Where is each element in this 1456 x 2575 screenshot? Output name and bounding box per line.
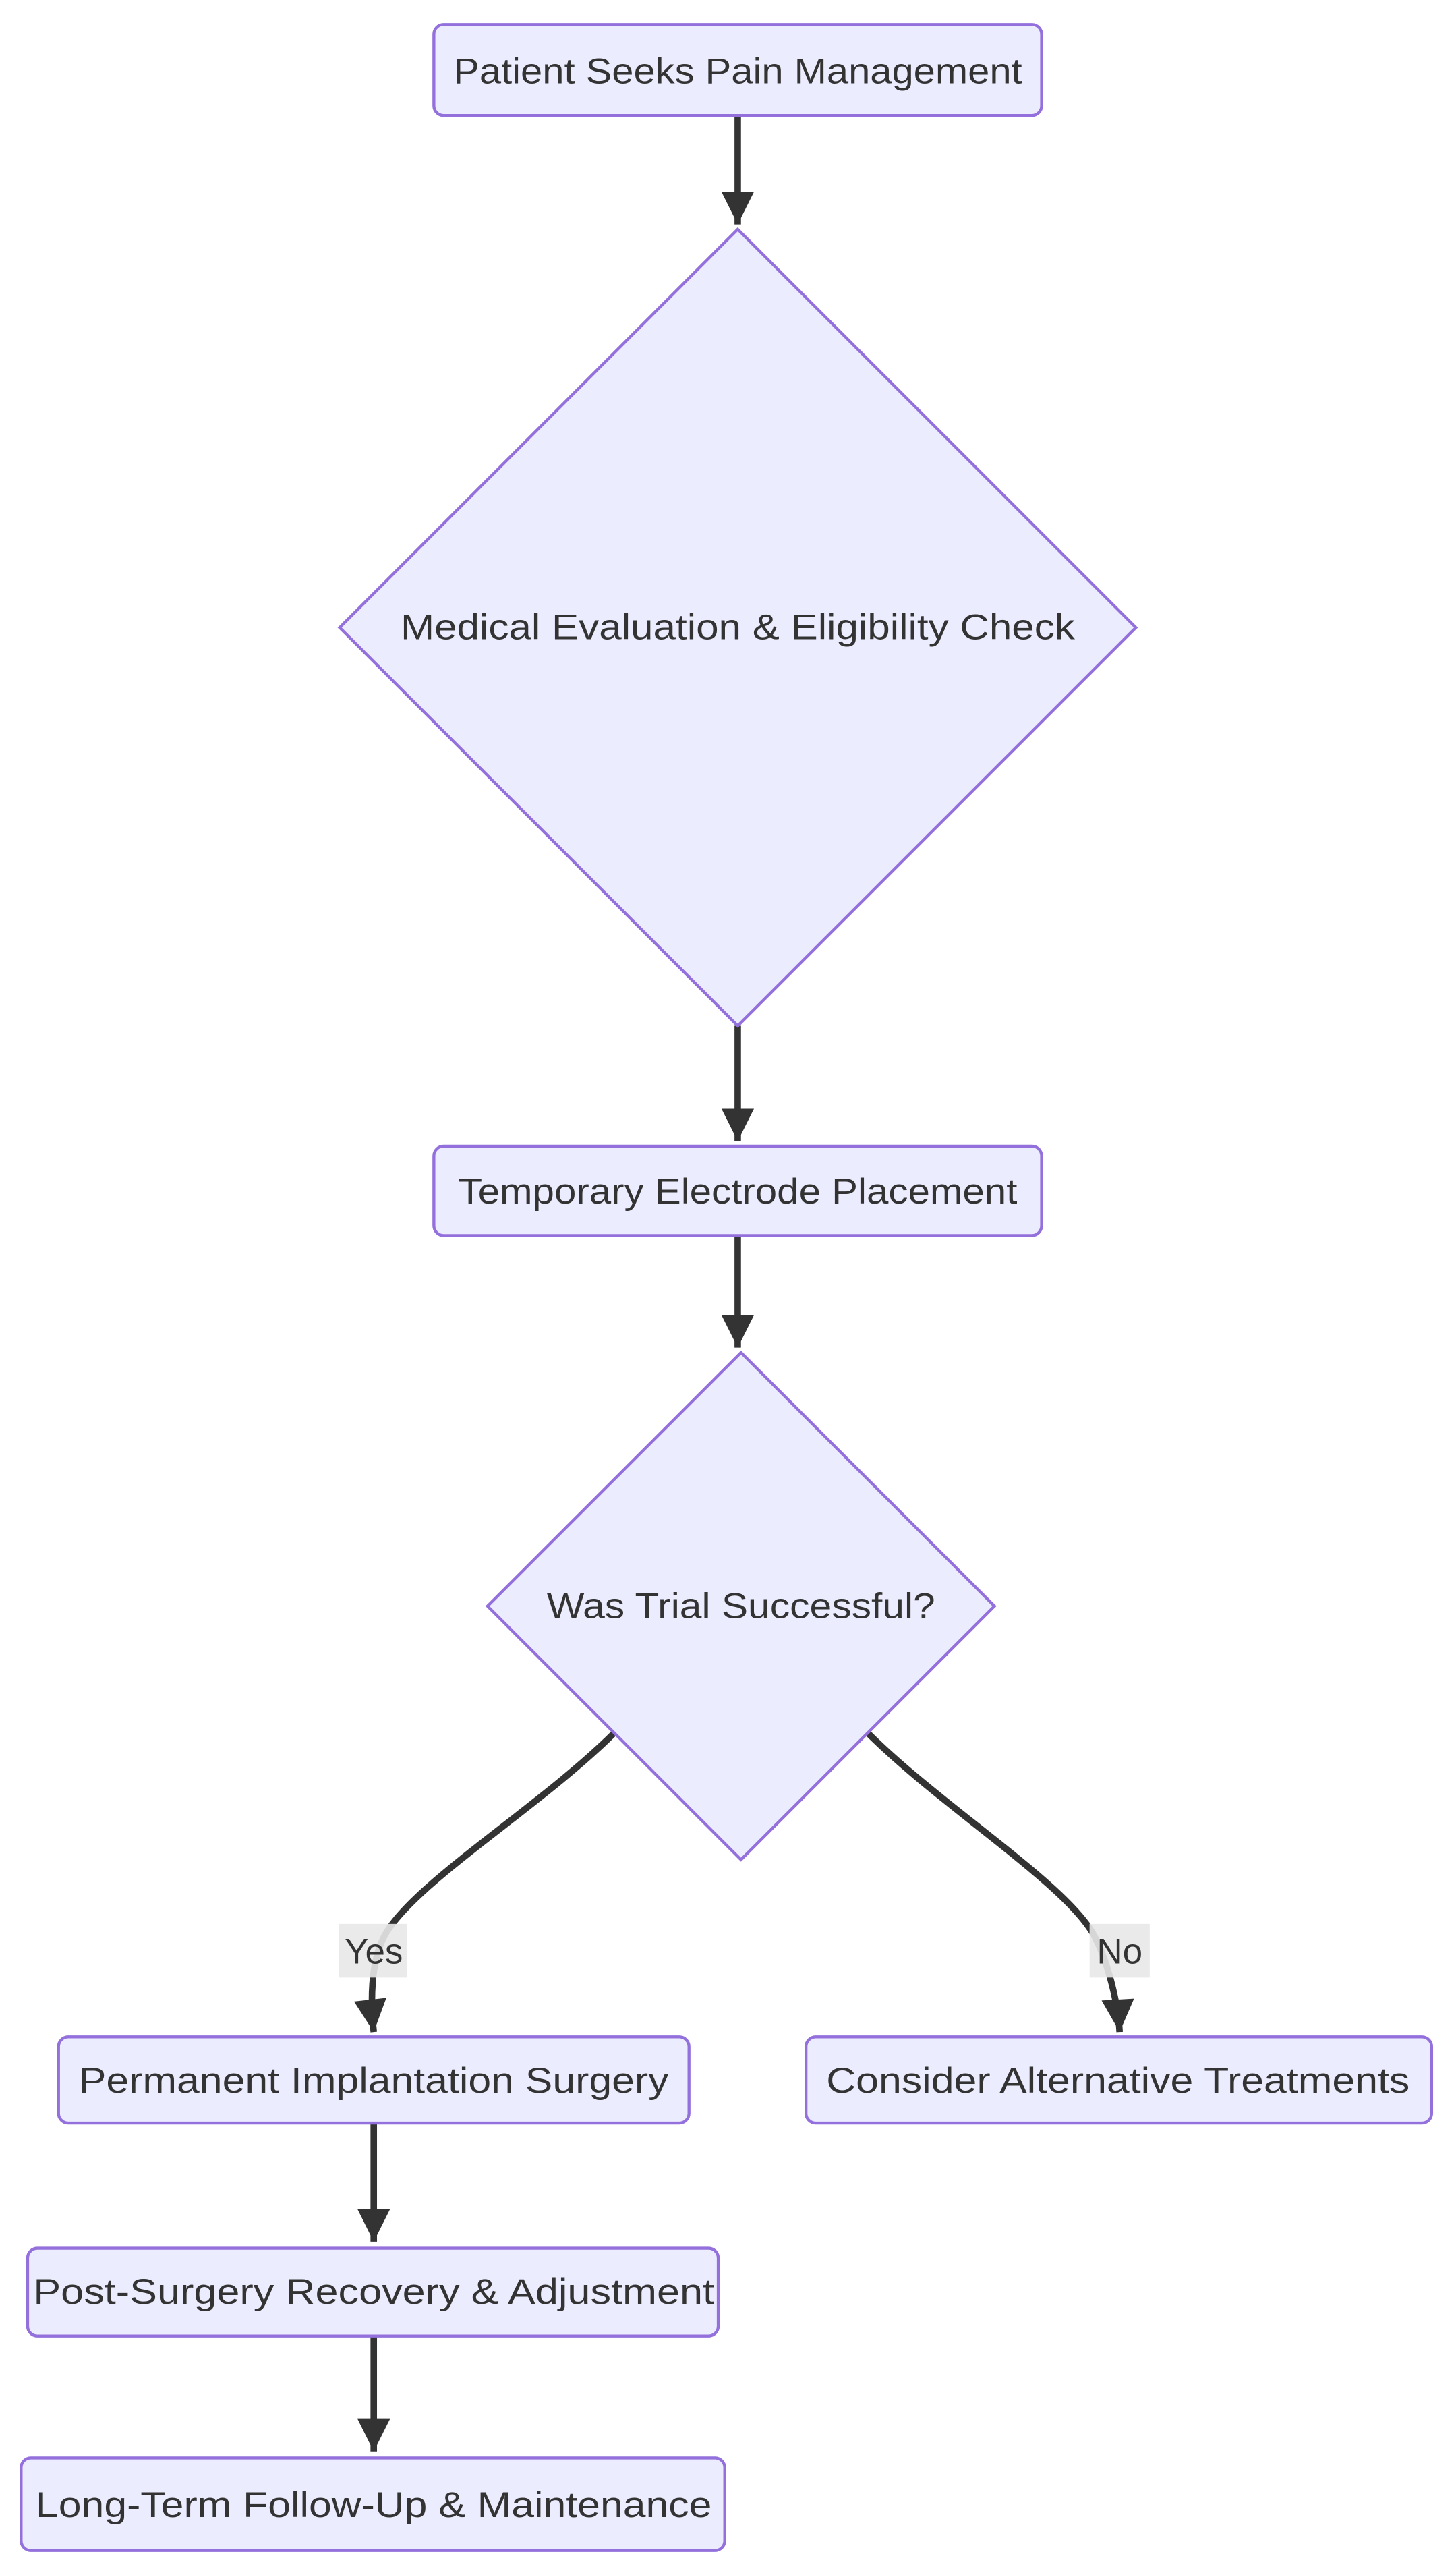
edge-label-no: No (1089, 1923, 1150, 1978)
node-box (432, 1144, 1043, 1237)
node-box (26, 2246, 720, 2338)
node-label: Temporary Electrode Placement (459, 1172, 1018, 1212)
node-label: Was Trial Successful? (547, 1586, 935, 1626)
node-label: Post-Surgery Recovery & Adjustment (33, 2272, 714, 2312)
node-label: Medical Evaluation & Eligibility Check (401, 608, 1076, 648)
decision-diamond (337, 227, 1138, 1028)
node-label: Permanent Implantation Surgery (79, 2061, 669, 2101)
edge-label-background (1089, 1923, 1150, 1978)
node-box (57, 2035, 691, 2125)
node-consider-alternative-treatments: Consider Alternative Treatments (804, 2035, 1434, 2125)
edge-trial-no-to-alternatives (865, 1730, 1134, 2033)
edge-trial-yes-to-surgery (353, 1730, 617, 2033)
node-label: Patient Seeks Pain Management (453, 52, 1022, 92)
node-medical-evaluation-eligibility-check: Medical Evaluation & Eligibility Check (337, 227, 1138, 1028)
edge-label-text: Yes (345, 1931, 403, 1971)
node-permanent-implantation-surgery: Permanent Implantation Surgery (57, 2035, 691, 2125)
edge-label-background (339, 1923, 407, 1978)
edge-label-yes: Yes (339, 1923, 407, 1978)
edge-label-text: No (1097, 1931, 1142, 1971)
node-box (20, 2456, 726, 2552)
node-long-term-follow-up-maintenance: Long-Term Follow-Up & Maintenance (20, 2456, 726, 2552)
node-box (432, 23, 1043, 117)
edge-layer (353, 115, 1134, 2452)
node-patient-seeks-pain-management: Patient Seeks Pain Management (432, 23, 1043, 117)
node-was-trial-successful: Was Trial Successful? (485, 1350, 997, 1862)
node-box (804, 2035, 1434, 2125)
node-temporary-electrode-placement: Temporary Electrode Placement (432, 1144, 1043, 1237)
node-post-surgery-recovery-adjustment: Post-Surgery Recovery & Adjustment (26, 2246, 720, 2338)
decision-diamond (485, 1350, 997, 1862)
node-label: Long-Term Follow-Up & Maintenance (36, 2485, 711, 2525)
node-label: Consider Alternative Treatments (826, 2061, 1409, 2101)
